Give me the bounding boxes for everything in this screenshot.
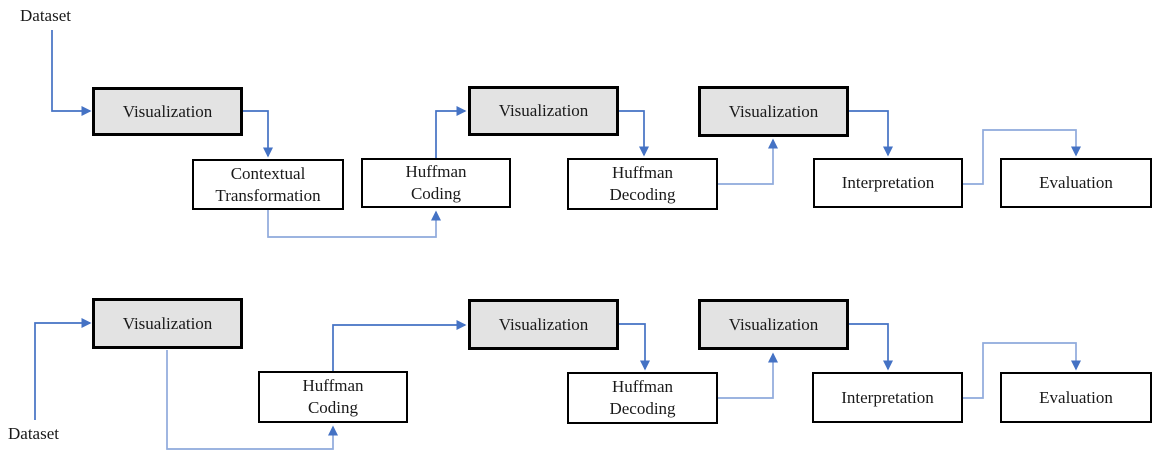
connector-bottom-visualization2-to-huffman-decoding (619, 323, 650, 371)
bottom-evaluation-box: Evaluation (1000, 372, 1152, 423)
top-huffman-decoding-box: Huffman Decoding (567, 158, 718, 210)
top-interpretation-box: Interpretation (813, 158, 963, 208)
connector-bottom-dataset-to-visualization1 (34, 318, 92, 420)
connector-top-visualization2-to-huffman-decoding (619, 110, 649, 157)
bottom-interpretation-box: Interpretation (812, 372, 963, 423)
connector-top-huffman-decoding-to-visualization3 (717, 138, 778, 185)
connector-bottom-visualization3-to-interpretation (849, 323, 893, 371)
connector-bottom-visualization1-to-huffman-coding (166, 350, 338, 450)
connector-bottom-huffman-decoding-to-visualization3 (717, 352, 778, 399)
connector-bottom-interpretation-to-evaluation (963, 342, 1081, 399)
connector-top-visualization1-to-contextual-transformation (243, 110, 273, 158)
bottom-huffman-coding-box: Huffman Coding (258, 371, 408, 423)
top-contextual-transformation-box: Contextual Transformation (192, 159, 344, 210)
top-visualization-2-box: Visualization (468, 86, 619, 136)
bottom-visualization-3-box: Visualization (698, 299, 849, 350)
dataset-label-bottom: Dataset (8, 424, 59, 443)
top-visualization-1-box: Visualization (92, 87, 243, 136)
top-evaluation-box: Evaluation (1000, 158, 1152, 208)
connector-top-interpretation-to-evaluation (963, 129, 1081, 185)
bottom-visualization-1-box: Visualization (92, 298, 243, 349)
connector-top-huffman-coding-to-visualization2 (435, 106, 467, 158)
top-visualization-3-box: Visualization (698, 86, 849, 137)
top-huffman-coding-box: Huffman Coding (361, 158, 511, 208)
connector-bottom-huffman-coding-to-visualization2 (332, 320, 467, 371)
bottom-visualization-2-box: Visualization (468, 299, 619, 350)
bottom-huffman-decoding-box: Huffman Decoding (567, 372, 718, 424)
dataset-label-top: Dataset (20, 6, 71, 25)
connector-top-contextual-transformation-to-huffman-coding (267, 210, 441, 238)
connector-top-visualization3-to-interpretation (849, 110, 893, 157)
connector-top-dataset-to-visualization1 (51, 30, 92, 116)
